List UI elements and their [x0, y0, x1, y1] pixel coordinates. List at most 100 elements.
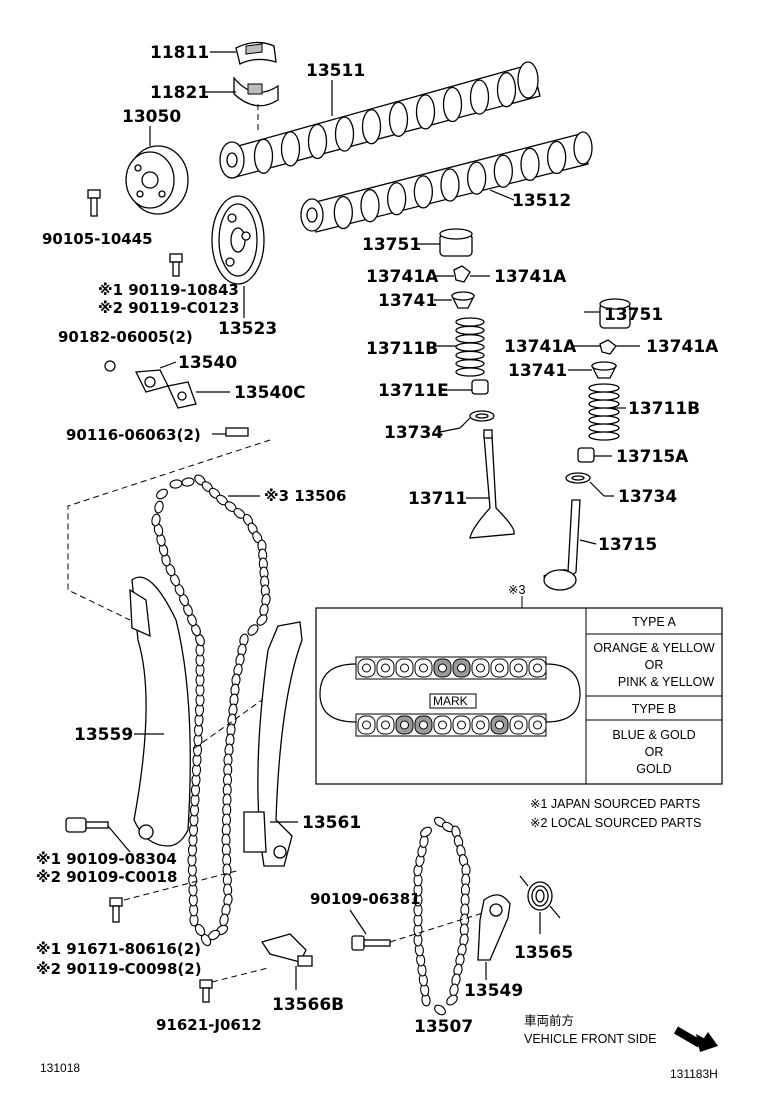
spring-coil: [588, 423, 620, 433]
label-13561: 13561: [302, 813, 361, 833]
label-13565: 13565: [514, 943, 573, 963]
label-13741a-2l: 13741A: [504, 337, 577, 357]
chain-guide-13566b: [260, 933, 313, 967]
chain-link: [169, 479, 183, 489]
camshaft-13512: [300, 131, 593, 233]
label-91621: 91621-J0612: [156, 1016, 262, 1034]
label-13711: 13711: [408, 489, 467, 509]
valve-retainer-13741-2: [590, 361, 618, 379]
label-13540c: 13540C: [234, 383, 306, 403]
note-type-a-3: PINK & YELLOW: [618, 675, 715, 689]
valve-spring-13711b-1: [455, 317, 485, 377]
label-13711b-1: 13711B: [366, 339, 438, 359]
spring-coil: [588, 431, 620, 441]
cam-lobe: [253, 138, 274, 174]
footer-left-code: 131018: [40, 1061, 80, 1075]
cam-lobe: [307, 123, 328, 160]
spring-coil: [455, 359, 485, 369]
label-13566b: 13566B: [272, 995, 344, 1015]
spring-coil: [588, 391, 620, 401]
chain-mark-note-box: [315, 596, 723, 785]
tensioner-arm-13549: [477, 894, 511, 961]
spring-coil: [455, 350, 485, 360]
vehicle-front-arrow-icon: [673, 1026, 718, 1052]
label-90119-c0123: ※2 90119-C0123: [98, 299, 239, 317]
valve-13711: [469, 429, 515, 539]
label-13715: 13715: [598, 535, 657, 555]
bolt-91671: [109, 897, 123, 923]
cam-lobe: [360, 189, 380, 223]
direction-en: VEHICLE FRONT SIDE: [524, 1032, 656, 1046]
label-90109-06381: 90109-06381: [310, 890, 421, 908]
label-13711e: 13711E: [378, 381, 449, 401]
valve-keeper-13741a-1: [453, 265, 471, 283]
label-13751-2: 13751: [604, 305, 663, 325]
tensioner-gasket-13540c: [167, 381, 197, 409]
cam-lobe: [496, 72, 517, 108]
label-90109-08304: ※1 90109-08304: [36, 850, 177, 868]
camshaft-bearing-upper: [235, 41, 277, 65]
timing-chain-13506: [151, 474, 271, 947]
label-90119-10843: ※1 90119-10843: [98, 281, 239, 299]
valve-keeper-13741a-2: [599, 339, 617, 355]
label-13741-2: 13741: [508, 361, 567, 381]
label-90119-c0098: ※2 90119-C0098(2): [36, 960, 202, 978]
note-type-b-3: GOLD: [636, 762, 671, 776]
label-13741a-1r: 13741A: [494, 267, 567, 287]
label-91671: ※1 91671-80616(2): [36, 940, 201, 958]
spring-coil: [588, 399, 620, 409]
note-type-b: TYPE B: [632, 702, 676, 716]
label-90109-c0018: ※2 90109-C0018: [36, 868, 177, 886]
valve-13715: [543, 499, 581, 591]
note-type-b-1: BLUE & GOLD: [612, 728, 695, 742]
chain-link: [156, 488, 168, 500]
cam-lobe: [467, 161, 487, 195]
cam-lobe: [493, 154, 513, 188]
cam-lobe: [333, 195, 353, 230]
label-13715a: 13715A: [616, 447, 689, 467]
valve-seal-13715a: [577, 447, 595, 463]
direction-jp: 車両前方: [524, 1013, 574, 1028]
chain-link: [256, 614, 268, 626]
chain-link: [247, 624, 259, 636]
legend-local: ※2 LOCAL SOURCED PARTS: [530, 816, 701, 830]
note-ref: ※3: [508, 583, 525, 597]
timing-chain-13507: [413, 816, 471, 1016]
spring-coil: [455, 317, 485, 327]
label-13506: ※3 13506: [264, 487, 346, 505]
bolt-90109-08304: [65, 817, 109, 833]
label-13512: 13512: [512, 191, 571, 211]
cam-lobe: [387, 182, 407, 216]
spring-coil: [455, 334, 485, 344]
stud-90116: [225, 427, 249, 437]
cam-lobe: [280, 131, 301, 167]
cam-lobe: [440, 168, 460, 202]
note-type-b-2: OR: [645, 745, 664, 759]
valve-seal-13711e: [471, 379, 489, 395]
label-90105: 90105-10445: [42, 230, 153, 248]
label-13559: 13559: [74, 725, 133, 745]
spring-coil: [455, 342, 485, 352]
note-type-a-1: ORANGE & YELLOW: [593, 641, 715, 655]
label-13050: 13050: [122, 107, 181, 127]
spring-coil: [455, 367, 485, 377]
label-13751-1: 13751: [362, 235, 421, 255]
valve-lifter-13751-2: [599, 298, 631, 329]
valve-retainer-13741-1: [450, 291, 476, 309]
camshaft-bearing-lower: [233, 76, 279, 107]
spring-coil: [588, 407, 620, 417]
label-13523: 13523: [218, 319, 277, 339]
chain-tensioner-13540: [104, 360, 169, 393]
bolt-90105: [87, 189, 101, 217]
label-13507: 13507: [414, 1017, 473, 1037]
cam-lobe: [442, 86, 463, 123]
bolt-90119: [169, 253, 183, 277]
label-13741a-1l: 13741A: [366, 267, 439, 287]
label-13741-1: 13741: [378, 291, 437, 311]
vvt-gear-13050: [125, 145, 189, 215]
chain-slipper-13559: [129, 576, 191, 847]
chain-link: [219, 913, 229, 927]
tensioner-spring-13565: [519, 875, 561, 919]
chain-link: [154, 500, 164, 514]
spring-seat-13734-2: [565, 472, 591, 484]
